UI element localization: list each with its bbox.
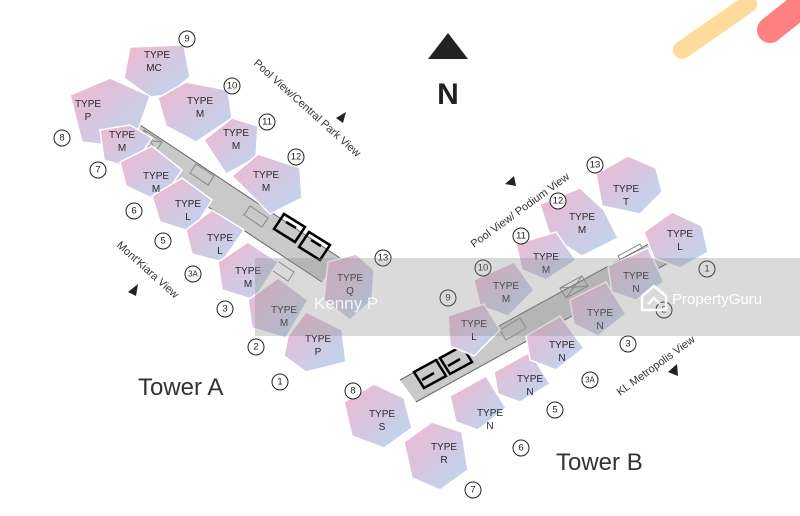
- svg-text:10: 10: [227, 81, 238, 92]
- svg-text:8: 8: [350, 386, 355, 397]
- view-arrow-icon: [336, 112, 346, 123]
- svg-text:9: 9: [445, 293, 450, 304]
- north-arrow-icon: [428, 33, 468, 59]
- propertyguru-logo-icon: [640, 284, 668, 312]
- svg-text:7: 7: [95, 165, 100, 176]
- unit-a-3: [217, 241, 280, 301]
- unit-b-9: [447, 303, 501, 357]
- svg-text:9: 9: [184, 34, 189, 45]
- svg-text:5: 5: [160, 236, 165, 247]
- unit-a-11: [202, 117, 259, 175]
- unit-b-7: [403, 421, 469, 491]
- unit-a-2: [247, 277, 309, 339]
- view-arrow-icon: [128, 284, 138, 296]
- svg-text:3A: 3A: [585, 376, 595, 385]
- svg-text:11: 11: [262, 117, 272, 128]
- unit-b-2: [607, 247, 665, 301]
- svg-text:3: 3: [625, 339, 630, 350]
- svg-text:12: 12: [553, 196, 564, 207]
- watermark-band: Kenny P PropertyGuru: [255, 258, 800, 336]
- svg-text:5: 5: [552, 405, 557, 416]
- watermark-agent: Kenny P: [314, 294, 378, 313]
- watermark-brand: PropertyGuru: [672, 291, 762, 308]
- unit-a-13: [323, 253, 375, 321]
- unit-b-6: [449, 374, 507, 431]
- tower-a-view-top: Pool View/Central Park View: [251, 57, 363, 159]
- unit-a-5: [151, 177, 214, 233]
- corner-decoration: [673, 0, 800, 59]
- svg-text:13: 13: [378, 253, 389, 264]
- svg-text:1: 1: [277, 377, 282, 388]
- svg-text:7: 7: [470, 485, 475, 496]
- svg-text:3A: 3A: [188, 270, 198, 279]
- view-arrow-icon: [668, 364, 678, 376]
- svg-text:8: 8: [59, 133, 64, 144]
- unit-b-3: [569, 281, 627, 337]
- svg-text:1: 1: [704, 264, 709, 275]
- unit-b-11: [515, 231, 578, 281]
- north-arrow: N: [428, 33, 468, 111]
- unit-b-5: [493, 350, 552, 403]
- svg-text:11: 11: [516, 231, 526, 242]
- view-arrow-icon: [505, 176, 516, 186]
- svg-text:2: 2: [253, 342, 258, 353]
- unit-b-8: [343, 383, 413, 449]
- svg-text:6: 6: [131, 206, 136, 217]
- unit-b-3a: [525, 315, 586, 371]
- unit-b-13: [595, 155, 663, 215]
- svg-text:6: 6: [518, 443, 523, 454]
- tower-b-name: Tower B: [556, 449, 643, 476]
- unit-b-10: [473, 261, 535, 317]
- north-label: N: [437, 78, 459, 111]
- unit-a-12: [230, 153, 303, 215]
- unit-a-3a: [185, 209, 246, 263]
- svg-text:3: 3: [222, 304, 227, 315]
- tower-a-view-bottom: Mont'Kiara View: [114, 239, 181, 301]
- svg-text:10: 10: [478, 263, 489, 274]
- svg-text:12: 12: [291, 152, 302, 163]
- unit-b-1: [643, 211, 709, 269]
- unit-a-1: [283, 311, 347, 373]
- svg-text:13: 13: [590, 160, 601, 171]
- tower-a-name: Tower A: [138, 374, 223, 401]
